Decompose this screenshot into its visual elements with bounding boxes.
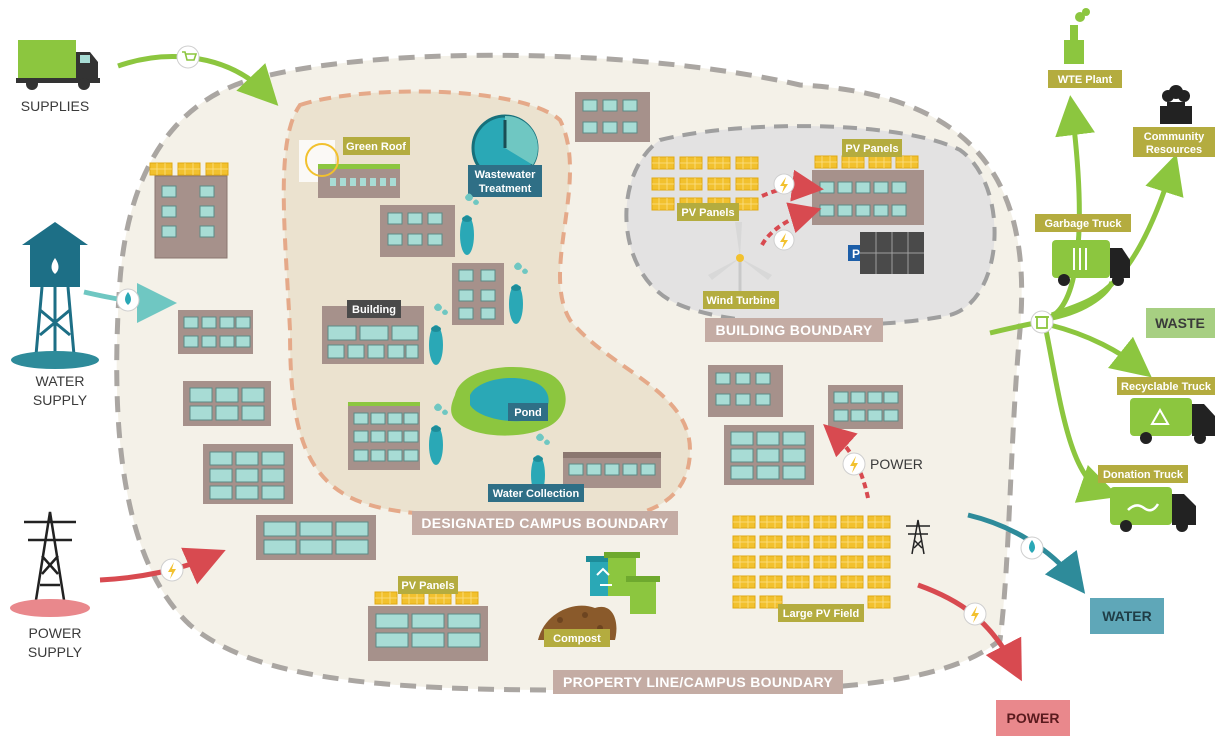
wte-plant-icon: WTE Plant [1048, 8, 1122, 88]
water-supply-arrow [83, 282, 177, 323]
svg-text:WASTE: WASTE [1155, 315, 1205, 331]
svg-text:BUILDING BOUNDARY: BUILDING BOUNDARY [715, 322, 872, 338]
building-left-5 [256, 515, 376, 560]
power-supply-arrow [99, 547, 226, 585]
building-center-1 [380, 205, 455, 257]
waste-hub [989, 95, 1184, 503]
compost-pile: Compost [538, 605, 617, 647]
building-left-4 [203, 444, 293, 504]
community-icon: Community Resources [1133, 85, 1215, 157]
building-top-center [575, 92, 650, 142]
svg-text:Recyclable Truck: Recyclable Truck [1121, 381, 1212, 393]
large-pv-field: Large PV Field [732, 515, 891, 622]
power-supply-label-2: SUPPLY [28, 644, 83, 660]
water-collection: Water Collection [488, 433, 661, 502]
svg-text:Green Roof: Green Roof [346, 141, 406, 153]
water-out-arrow [967, 512, 1086, 594]
pv-panels-bottom-building: PV Panels [368, 576, 488, 661]
svg-text:Compost: Compost [553, 633, 601, 645]
building-green-roof-2 [348, 402, 420, 470]
power-supply-base [10, 599, 90, 617]
water-tower-icon [11, 222, 99, 369]
svg-text:POWER: POWER [870, 456, 923, 472]
supplies-truck-icon [16, 40, 100, 90]
svg-text:PV Panels: PV Panels [845, 143, 898, 155]
parking-lot: P [848, 232, 924, 274]
pv-panels-building: PV Panels [812, 139, 924, 225]
green-roof-building: Green Roof [299, 137, 410, 198]
wastewater-treatment: Wastewater Treatment [468, 114, 542, 197]
svg-text:P: P [852, 247, 860, 261]
svg-text:Wastewater: Wastewater [475, 169, 536, 181]
svg-text:WTE Plant: WTE Plant [1058, 74, 1113, 86]
power-out-arrow [917, 582, 1022, 682]
building-labeled: Building [322, 300, 424, 364]
svg-text:DESIGNATED CAMPUS BOUNDARY: DESIGNATED CAMPUS BOUNDARY [421, 515, 669, 531]
svg-text:Water Collection: Water Collection [493, 488, 580, 500]
pond: Pond [451, 366, 566, 436]
water-output-label: WATER [1090, 598, 1164, 634]
building-right-1 [708, 365, 783, 417]
waste-label: WASTE [1146, 308, 1215, 338]
building-boundary-label: BUILDING BOUNDARY [705, 318, 883, 342]
building-center-tall [452, 263, 504, 325]
water-supply-label-1: WATER [36, 373, 85, 389]
svg-text:Community: Community [1144, 131, 1205, 143]
svg-text:PV Panels: PV Panels [681, 207, 734, 219]
svg-text:Building: Building [352, 304, 396, 316]
svg-text:Resources: Resources [1146, 144, 1202, 156]
svg-text:Pond: Pond [514, 407, 542, 419]
wind-turbine: Wind Turbine [703, 222, 779, 309]
energy-arrows-building [760, 169, 824, 251]
power-output-label: POWER [996, 700, 1070, 736]
garbage-truck: Garbage Truck [1035, 214, 1131, 286]
water-supply-label-2: SUPPLY [33, 392, 88, 408]
property-boundary-label: PROPERTY LINE/CAMPUS BOUNDARY [553, 670, 843, 694]
svg-text:Donation Truck: Donation Truck [1103, 469, 1184, 481]
transmission-tower-small [906, 519, 930, 555]
power-supply-label-1: POWER [29, 625, 82, 641]
building-right-2 [828, 385, 903, 429]
power-tower-icon [24, 511, 76, 601]
building-tall-left [149, 162, 229, 259]
building-left-2 [178, 310, 253, 354]
svg-text:WATER: WATER [1102, 608, 1152, 624]
recycling-bins [586, 552, 660, 614]
building-right-3 [724, 425, 814, 485]
svg-text:POWER: POWER [1007, 710, 1060, 726]
svg-text:Wind Turbine: Wind Turbine [706, 295, 775, 307]
svg-text:Large PV Field: Large PV Field [783, 608, 859, 620]
building-left-3 [183, 381, 271, 426]
building-boundary [624, 124, 997, 328]
svg-text:Treatment: Treatment [479, 183, 532, 195]
power-internal: POWER [823, 423, 923, 499]
svg-text:Garbage Truck: Garbage Truck [1044, 218, 1122, 230]
svg-text:PROPERTY LINE/CAMPUS BOUNDARY: PROPERTY LINE/CAMPUS BOUNDARY [563, 674, 833, 690]
pv-panel-array: PV Panels [651, 156, 759, 221]
donation-truck: Donation Truck [1098, 465, 1196, 532]
svg-text:PV Panels: PV Panels [401, 580, 454, 592]
designated-boundary-label: DESIGNATED CAMPUS BOUNDARY [412, 511, 678, 535]
supplies-label: SUPPLIES [21, 98, 89, 114]
recyclable-truck: Recyclable Truck [1117, 377, 1215, 444]
supplies-arrow [117, 45, 279, 106]
